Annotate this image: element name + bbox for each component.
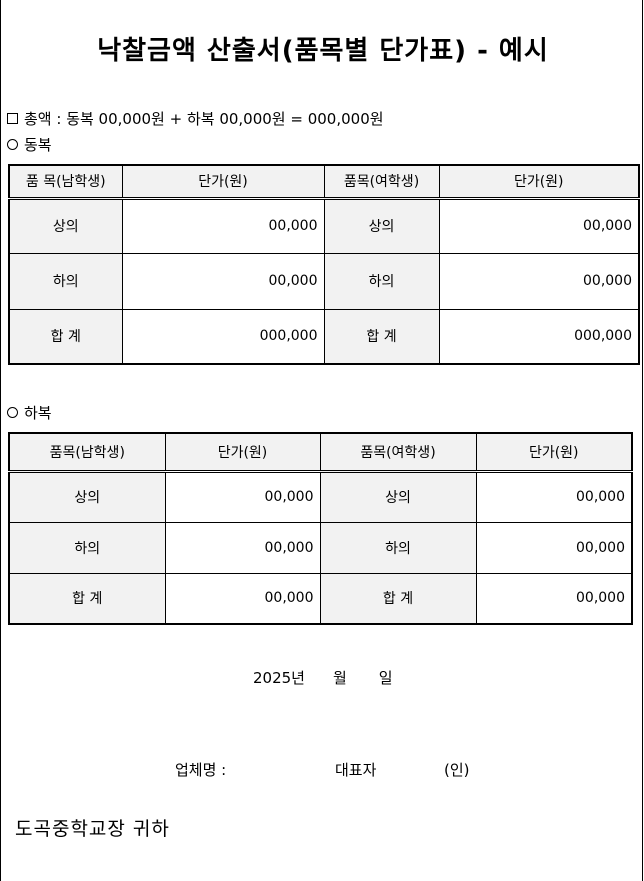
total-line: 총액 : 동복 00,000원 + 하복 00,000원 = 000,000원 [7,108,384,129]
header-cell: 품 목(남학생) [8,164,123,200]
winter-price-table: 품 목(남학생) 단가(원) 품목(여학생) 단가(원) 상의 00,000 상… [8,164,640,365]
table-row: 하의 00,000 하의 00,000 [8,521,633,574]
table-row: 합 계 000,000 합 계 000,000 [8,308,640,365]
winter-label-text: 동복 [24,136,52,154]
price-cell: 00,000 [475,572,633,625]
header-cell: 품목(여학생) [323,164,440,200]
item-cell: 하의 [319,521,477,574]
price-cell: 00,000 [475,521,633,574]
price-cell: 00,000 [475,470,633,523]
summer-section-label: 하복 [7,402,52,423]
header-cell: 단가(원) [438,164,640,200]
seal-mark: (인) [444,761,470,779]
price-cell: 00,000 [164,572,321,625]
price-cell: 00,000 [121,252,325,310]
item-cell: 상의 [323,197,440,254]
company-label: 업체명 : [175,761,227,779]
table-row: 상의 00,000 상의 00,000 [8,470,633,523]
header-cell: 품목(여학생) [319,432,477,473]
total-text: 총액 : 동복 00,000원 + 하복 00,000원 = 000,000원 [24,110,384,128]
price-cell: 00,000 [438,197,640,254]
page-title: 낙찰금액 산출서(품목별 단가표) - 예시 [97,36,549,66]
item-cell: 하의 [8,521,166,574]
header-cell: 단가(원) [475,432,633,473]
checkbox-icon [7,113,18,124]
date-line: 2025년 월 일 [253,667,393,688]
item-cell: 합 계 [323,308,440,365]
table-row: 하의 00,000 하의 00,000 [8,252,640,310]
winter-section-label: 동복 [7,134,52,155]
item-cell: 합 계 [319,572,477,625]
header-cell: 품목(남학생) [8,432,166,473]
header-cell: 단가(원) [164,432,321,473]
item-cell: 하의 [8,252,123,310]
circle-icon [7,139,18,150]
item-cell: 상의 [319,470,477,523]
price-cell: 000,000 [121,308,325,365]
date-month: 월 [332,669,347,687]
date-year: 2025년 [253,669,305,687]
date-day: 일 [378,669,393,687]
price-cell: 00,000 [164,521,321,574]
price-cell: 000,000 [438,308,640,365]
price-cell: 00,000 [121,197,325,254]
item-cell: 상의 [8,470,166,523]
price-cell: 00,000 [438,252,640,310]
item-cell: 하의 [323,252,440,310]
summer-label-text: 하복 [24,404,52,422]
circle-icon [7,407,18,418]
header-cell: 단가(원) [121,164,325,200]
table-row: 합 계 00,000 합 계 00,000 [8,572,633,625]
representative-label: 대표자 [335,761,377,779]
table-row: 상의 00,000 상의 00,000 [8,197,640,254]
item-cell: 상의 [8,197,123,254]
price-cell: 00,000 [164,470,321,523]
item-cell: 합 계 [8,308,123,365]
addressee: 도곡중학교장 귀하 [15,818,170,840]
item-cell: 합 계 [8,572,166,625]
summer-price-table: 품목(남학생) 단가(원) 품목(여학생) 단가(원) 상의 00,000 상의… [8,432,633,625]
